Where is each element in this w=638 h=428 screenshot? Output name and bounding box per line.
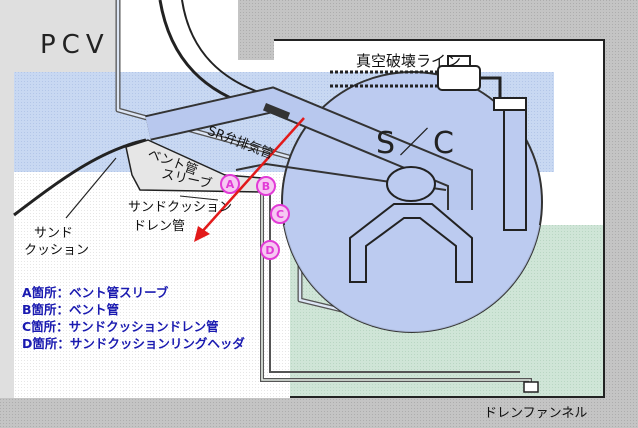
marker-d: D bbox=[260, 240, 280, 260]
marker-b-text: B bbox=[262, 180, 270, 193]
vent-pipe bbox=[145, 88, 471, 210]
legend-item-b: B箇所：ベント管 bbox=[22, 302, 120, 317]
vent-header bbox=[386, 166, 436, 202]
pcv-label: PCV bbox=[40, 30, 110, 60]
marker-b: B bbox=[256, 176, 276, 196]
vacuum-breaker-label: 真空破壊ライン bbox=[356, 52, 462, 70]
legend-item-d: D箇所：サンドクッションリングヘッダ bbox=[22, 336, 245, 351]
red-arrow-head bbox=[194, 226, 210, 242]
sand-label-line2: クッション bbox=[24, 243, 90, 258]
red-arrow bbox=[199, 117, 305, 235]
marker-d-text: D bbox=[265, 244, 274, 257]
left-wall bbox=[0, 0, 118, 398]
marker-c: C bbox=[270, 204, 290, 224]
location-legend: A箇所：ベント管スリーブ B箇所：ベント管 C箇所：サンドクッションドレン管 D… bbox=[22, 284, 245, 352]
marker-a: A bbox=[220, 174, 240, 194]
legend-item-c: C箇所：サンドクッションドレン管 bbox=[22, 319, 219, 334]
floor-concrete bbox=[0, 225, 638, 428]
sand-leader bbox=[65, 157, 117, 219]
drain-label-line1: サンドクッション bbox=[128, 200, 233, 215]
vacuum-breaker-pipe bbox=[503, 109, 527, 231]
downcomer bbox=[349, 203, 473, 283]
marker-c-text: C bbox=[276, 208, 284, 221]
drywell-bottom-shell bbox=[13, 138, 147, 217]
reactor-building-concrete bbox=[158, 0, 638, 225]
sand-label-line1: サンド bbox=[34, 226, 74, 241]
legend-item-a: A箇所：ベント管スリーブ bbox=[22, 285, 169, 300]
drain-label-line2: ドレン管 bbox=[133, 219, 186, 234]
marker-a-text: A bbox=[226, 178, 235, 191]
funnel-label: ドレンファンネル bbox=[484, 406, 588, 421]
sc-label: S／C bbox=[376, 126, 458, 161]
drain-funnel bbox=[523, 381, 539, 393]
